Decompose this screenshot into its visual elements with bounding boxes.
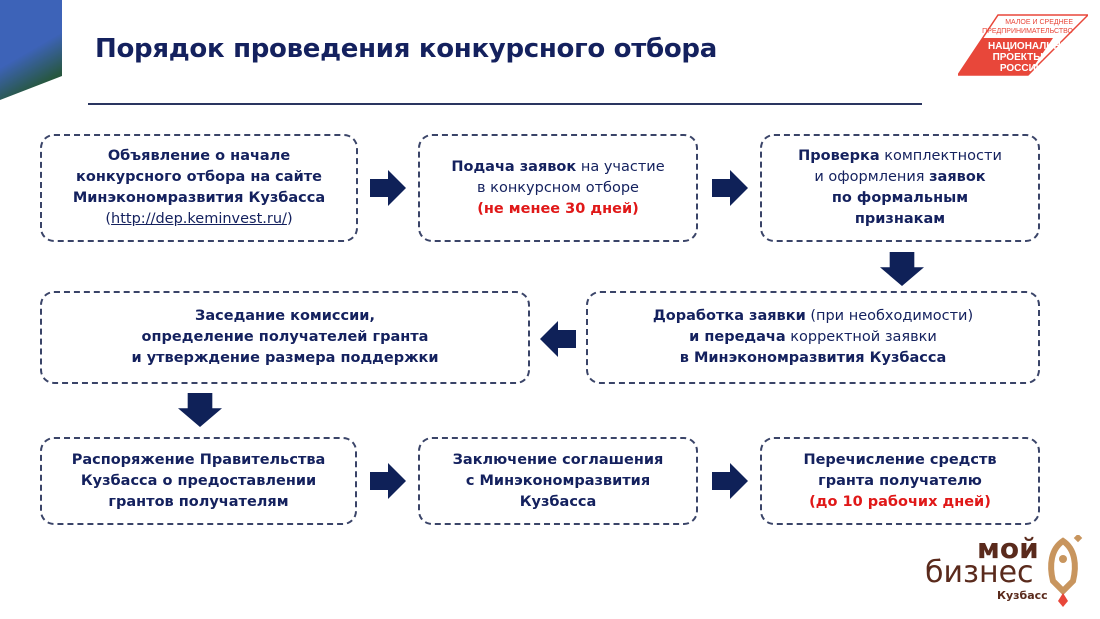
- svg-text:РОССИИ: РОССИИ: [1000, 63, 1043, 74]
- step-government-order: Распоряжение Правительства Кузбасса о пр…: [40, 437, 357, 525]
- step-text: Подача заявок: [451, 158, 577, 175]
- deadline-text: (не менее 30 дней): [477, 200, 639, 217]
- logo-text: бизнес: [925, 555, 1034, 590]
- step-text: грантов получателям: [108, 493, 289, 510]
- moi-biznes-logo: мой бизнес Кузбасс: [925, 535, 1085, 610]
- step-text: Распоряжение Правительства: [71, 451, 326, 468]
- step-text: конкурсного отбора на сайте: [76, 169, 322, 185]
- step-text: Заседание комиссии,: [195, 308, 375, 324]
- paren: (: [105, 211, 112, 227]
- step-text: на участие: [576, 158, 665, 175]
- corner-decoration: [0, 0, 62, 100]
- paren: ): [286, 211, 293, 227]
- svg-text:МАЛОЕ И СРЕДНЕЕ: МАЛОЕ И СРЕДНЕЕ: [1005, 19, 1073, 26]
- step-text: Перечисление средств: [803, 451, 997, 468]
- title-divider: [88, 103, 922, 105]
- step-text: в Минэкономразвития Кузбасса: [679, 350, 947, 366]
- step-text: Минэкономразвития Кузбасса: [72, 190, 326, 206]
- step-text: в конкурсном отборе: [477, 179, 639, 196]
- rocket-icon: [1048, 535, 1083, 607]
- step-text: комплектности: [879, 148, 1002, 164]
- logo-text: Кузбасс: [997, 589, 1048, 602]
- deadline-text: (до 10 рабочих дней): [809, 493, 991, 510]
- arrow-right-icon: [370, 463, 406, 499]
- svg-text:ПРОЕКТЫ: ПРОЕКТЫ: [993, 52, 1044, 63]
- step-application-submission: Подача заявок на участие в конкурсном от…: [418, 134, 698, 242]
- step-text: Объявление о начале: [107, 148, 291, 164]
- arrow-right-icon: [712, 170, 748, 206]
- step-announcement: Объявление о начале конкурсного отбора н…: [40, 134, 358, 242]
- step-text: Доработка заявки: [652, 308, 806, 324]
- step-text: определение получателей гранта: [141, 329, 429, 345]
- arrow-down-icon: [880, 252, 924, 286]
- step-fund-transfer: Перечисление средств гранта получателю (…: [760, 437, 1040, 525]
- step-text: и передача: [689, 329, 786, 345]
- step-text: с Минэкономразвития: [465, 472, 651, 489]
- step-commission-meeting: Заседание комиссии, определение получате…: [40, 291, 530, 384]
- step-text: гранта получателю: [818, 472, 982, 489]
- logo-text: мой: [977, 532, 1039, 565]
- step-text: признакам: [854, 211, 946, 227]
- svg-text:НАЦИОНАЛЬНЫЕ: НАЦИОНАЛЬНЫЕ: [988, 41, 1077, 52]
- arrow-down-icon: [178, 393, 222, 427]
- page-title: Порядок проведения конкурсного отбора: [95, 34, 717, 64]
- step-text: и утверждение размера поддержки: [131, 350, 439, 366]
- arrow-left-icon: [540, 321, 576, 357]
- svg-text:ПРЕДПРИНИМАТЕЛЬСТВО: ПРЕДПРИНИМАТЕЛЬСТВО: [982, 28, 1073, 35]
- step-text: (при необходимости): [805, 308, 974, 324]
- step-verification: Проверка комплектности и оформления заяв…: [760, 134, 1040, 242]
- arrow-right-icon: [370, 170, 406, 206]
- step-text: Кузбасса о предоставлении: [80, 472, 317, 489]
- step-text: Заключение соглашения: [452, 451, 664, 468]
- arrow-right-icon: [712, 463, 748, 499]
- step-text: Кузбасса: [519, 493, 597, 510]
- step-text: по формальным: [831, 190, 969, 206]
- step-text: и оформления: [814, 169, 930, 185]
- website-link[interactable]: http://dep.keminvest.ru/: [111, 211, 287, 227]
- national-projects-logo: МАЛОЕ И СРЕДНЕЕ ПРЕДПРИНИМАТЕЛЬСТВО НАЦИ…: [956, 10, 1090, 80]
- step-text: Проверка: [798, 148, 880, 164]
- step-agreement: Заключение соглашения с Минэкономразвити…: [418, 437, 698, 525]
- step-text: заявок: [929, 169, 986, 185]
- step-text: корректной заявки: [785, 329, 937, 345]
- step-revision: Доработка заявки (при необходимости) и п…: [586, 291, 1040, 384]
